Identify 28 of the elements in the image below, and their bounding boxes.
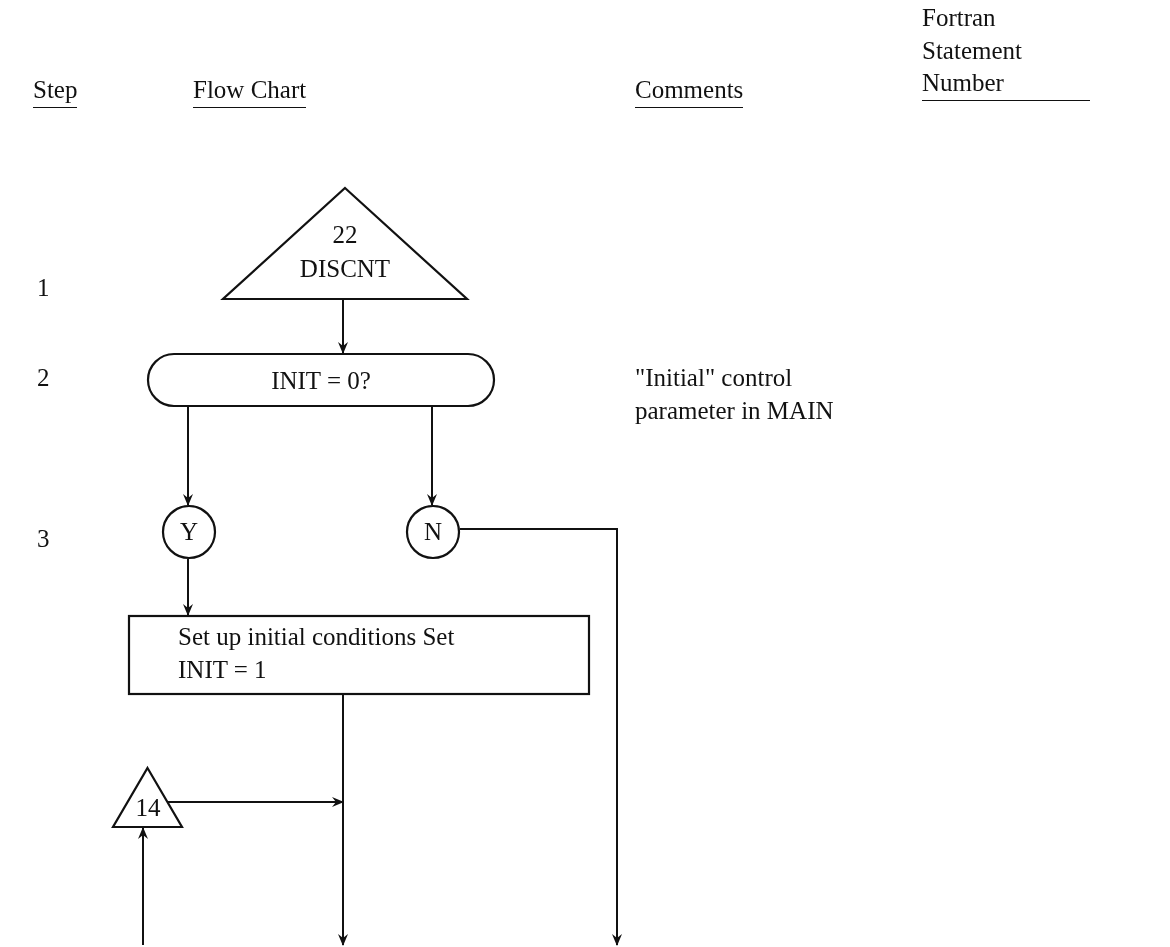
arrow [427,406,437,506]
branch-label: Y [179,517,199,547]
arrow [338,694,348,946]
column-header: Flow Chart [193,74,307,108]
column-header: Step [33,74,78,108]
arrow [338,299,348,354]
step-number: 2 [37,363,50,393]
branch-circle [406,505,460,559]
decision-terminal [147,353,495,407]
branch-label: N [423,517,443,547]
column-header: Comments [635,74,744,108]
connector-number: 14 [135,793,161,823]
arrow [458,528,622,946]
step-number: 3 [37,524,50,554]
arrow [138,827,148,946]
process-box [128,615,590,695]
arrow [183,406,193,506]
arrow [183,558,193,616]
branch-circle [162,505,216,559]
connector-triangle [112,767,183,828]
process-text: Set up initial conditions Set INIT = 1 [178,622,456,685]
decision-text: INIT = 0? [271,366,371,396]
entry-name: DISCNT [299,254,391,284]
connector-number: 22 [332,220,358,250]
connector-triangle [222,187,468,300]
comment-text: "Initial" control parameter in MAIN [635,363,835,426]
step-number: 1 [37,273,50,303]
column-header: Fortran Statement Number [922,2,1090,101]
